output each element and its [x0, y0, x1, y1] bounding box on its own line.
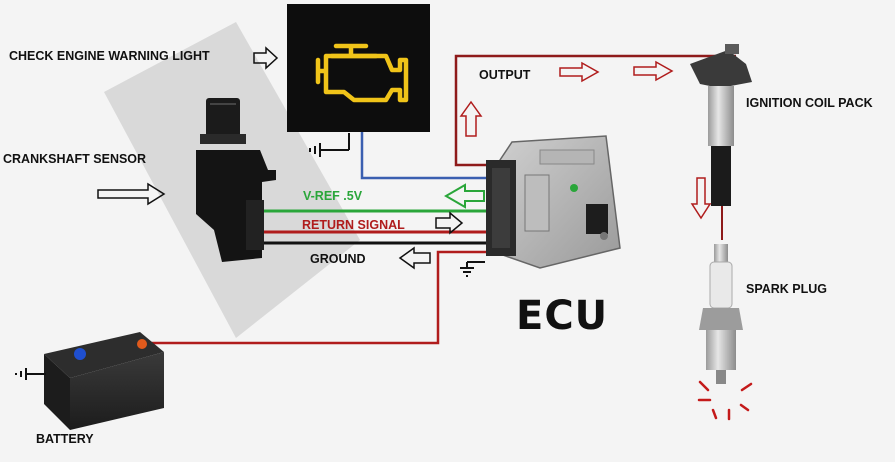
label-crankshaft-sensor: CRANKSHAFT SENSOR: [3, 152, 147, 166]
arrow-crankshaft: [97, 182, 166, 206]
arrow-coil-down: [690, 177, 712, 220]
battery-icon: [44, 332, 164, 430]
check-engine-panel: [287, 4, 430, 132]
arrow-check-engine: [253, 46, 279, 70]
arrow-output-1: [559, 61, 600, 83]
label-ground: GROUND: [310, 252, 366, 266]
arrow-output-2: [633, 60, 674, 82]
label-ecu: ECU: [516, 293, 609, 339]
label-check-engine: CHECK ENGINE WARNING LIGHT: [9, 49, 210, 63]
label-output: OUTPUT: [479, 68, 531, 82]
arrow-output-up: [459, 100, 483, 137]
label-return-signal: RETURN SIGNAL: [302, 218, 405, 232]
spark-plug-icon: [699, 244, 743, 384]
label-spark-plug: SPARK PLUG: [746, 282, 828, 296]
ground-symbol-icon: [309, 133, 350, 157]
arrow-return-signal: [435, 211, 464, 235]
battery-wire: [150, 250, 490, 345]
ignition-coil-icon: [690, 44, 752, 206]
label-battery: BATTERY: [36, 432, 94, 446]
output-wire: [454, 54, 736, 167]
crankshaft-sensor-icon: [196, 98, 276, 262]
spark-rays: [697, 380, 753, 421]
arrow-ground: [398, 246, 431, 270]
check-engine-icon: [315, 43, 409, 103]
ecu-ground-symbol-icon: [460, 261, 485, 277]
warning-light-wire: [360, 132, 490, 180]
label-ignition-coil-pack: IGNITION COIL PACK: [746, 96, 873, 110]
arrow-vref: [444, 183, 485, 209]
battery-ground-icon: [15, 368, 46, 380]
label-vref: V-REF .5V: [303, 189, 363, 203]
ecu-module-icon: [486, 135, 621, 269]
